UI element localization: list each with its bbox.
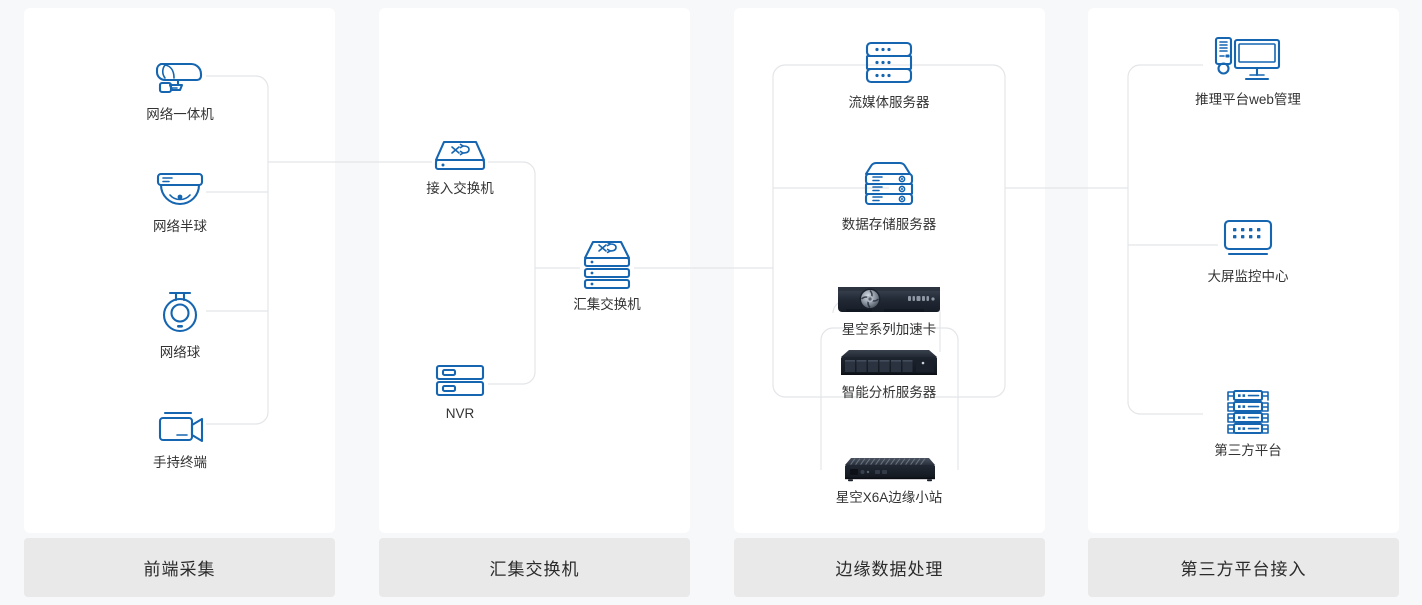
aggregation-switch-icon xyxy=(579,240,635,290)
server-stack-icon xyxy=(1219,388,1277,436)
node-aggregation-switch[interactable]: 汇集交换机 xyxy=(512,240,702,313)
node-label: 手持终端 xyxy=(153,455,207,470)
gpu-card-photo xyxy=(836,283,942,315)
node-ai-analysis-server[interactable]: 智能分析服务器 xyxy=(794,348,984,401)
node-inference-platform-web[interactable]: 推理平台web管理 xyxy=(1153,35,1343,108)
node-label: 数据存储服务器 xyxy=(841,217,937,232)
node-handheld-terminal[interactable]: 手持终端 xyxy=(85,406,275,471)
node-label: 推理平台web管理 xyxy=(1195,92,1301,107)
nvr-icon xyxy=(432,363,488,399)
node-starry-x6a-edge-station[interactable]: 星空X6A边缘小站 xyxy=(794,455,984,506)
footer-label: 第三方平台接入 xyxy=(1180,560,1307,579)
node-starry-accelerator-card[interactable]: 星空系列加速卡 xyxy=(794,283,984,338)
node-access-switch[interactable]: 接入交换机 xyxy=(365,138,555,197)
footer-front-end-collection: 前端采集 xyxy=(24,538,335,597)
node-large-screen-center[interactable]: 大屏监控中心 xyxy=(1153,218,1343,285)
node-label: NVR xyxy=(445,406,475,421)
node-label: 流媒体服务器 xyxy=(848,95,930,110)
node-network-ptz-camera[interactable]: 网络球 xyxy=(85,288,275,361)
node-label: 汇集交换机 xyxy=(573,297,641,312)
node-nvr[interactable]: NVR xyxy=(365,363,555,422)
ptz-camera-icon xyxy=(154,288,206,338)
node-streaming-media-server[interactable]: 流媒体服务器 xyxy=(794,40,984,111)
desktop-tower-icon xyxy=(1212,35,1284,85)
storage-server-icon xyxy=(860,160,918,210)
node-label: 网络一体机 xyxy=(146,107,214,122)
node-label: 大屏监控中心 xyxy=(1207,269,1289,284)
node-third-party-platform[interactable]: 第三方平台 xyxy=(1153,388,1343,459)
node-label: 星空X6A边缘小站 xyxy=(835,490,943,505)
node-label: 接入交换机 xyxy=(426,181,494,196)
access-switch-icon xyxy=(430,138,490,174)
node-label: 星空系列加速卡 xyxy=(841,322,937,337)
node-network-integrated-camera[interactable]: 网络一体机 xyxy=(85,52,275,123)
node-network-dome-camera[interactable]: 网络半球 xyxy=(85,170,275,235)
rack-appliance-photo xyxy=(837,348,941,378)
rack-server-icon xyxy=(861,40,917,88)
footer-label: 汇集交换机 xyxy=(489,560,580,579)
node-label: 网络半球 xyxy=(153,219,207,234)
node-data-storage-server[interactable]: 数据存储服务器 xyxy=(794,160,984,233)
footer-third-party-platform-access: 第三方平台接入 xyxy=(1088,538,1399,597)
footer-label: 前端采集 xyxy=(143,560,216,579)
node-label: 智能分析服务器 xyxy=(841,385,937,400)
footer-aggregation-switch: 汇集交换机 xyxy=(379,538,690,597)
bullet-camera-icon xyxy=(151,52,209,100)
footer-label: 边缘数据处理 xyxy=(835,560,944,579)
footer-edge-data-processing: 边缘数据处理 xyxy=(734,538,1045,597)
edge-box-photo xyxy=(841,455,937,483)
video-wall-icon xyxy=(1220,218,1276,262)
dome-camera-icon xyxy=(152,170,208,212)
node-label: 网络球 xyxy=(159,345,201,360)
camcorder-icon xyxy=(152,406,208,448)
column-front-end-collection xyxy=(24,8,335,533)
node-label: 第三方平台 xyxy=(1214,443,1282,458)
